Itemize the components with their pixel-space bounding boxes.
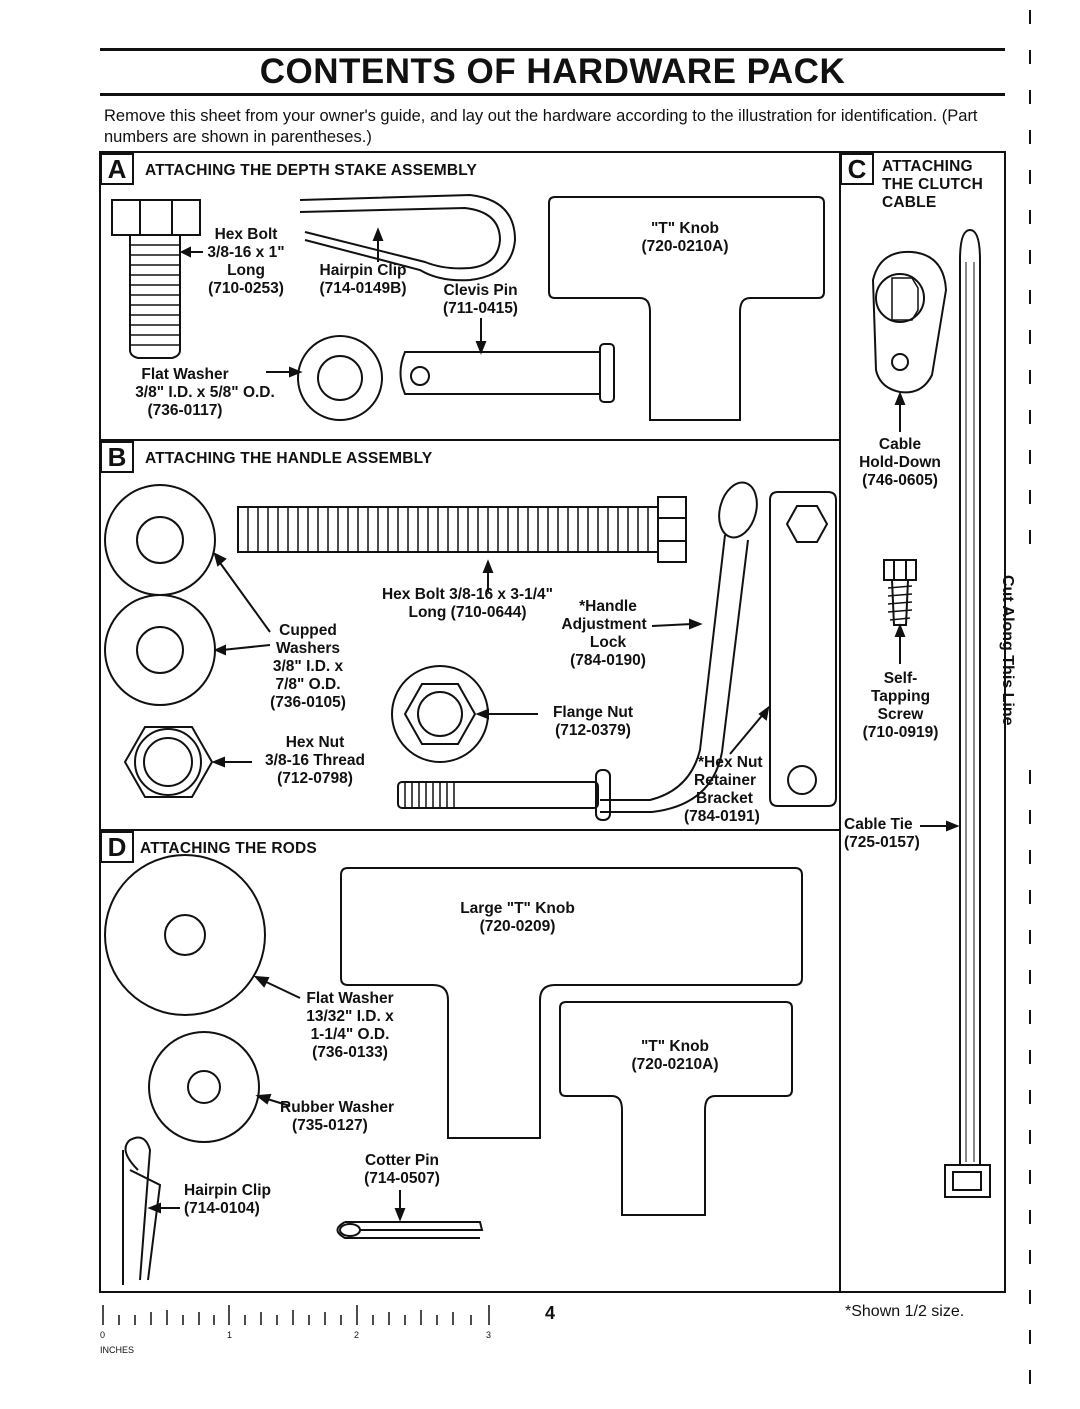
cable-tie-drawing [920, 228, 991, 1198]
retainer-bracket-drawing [729, 491, 837, 807]
hairpin-clip-d-drawing [122, 1136, 180, 1285]
cable-holddown-drawing [871, 250, 948, 432]
page-title: CONTENTS OF HARDWARE PACK [259, 52, 846, 91]
rubber-washer-drawing [148, 1031, 291, 1143]
cut-mark [1029, 490, 1031, 504]
cut-mark [1029, 370, 1031, 384]
page-number: 4 [545, 1303, 556, 1323]
section-b-heading: ATTACHING THE HANDLE ASSEMBLY [145, 450, 433, 467]
hex-bolt-long-drawing [237, 496, 687, 592]
intro-text: Remove this sheet from your owner's guid… [104, 107, 978, 146]
cut-mark [1029, 1170, 1031, 1184]
cut-mark [1029, 890, 1031, 904]
hairpin-clip-d-label: Hairpin Clip (714-0104) [184, 1182, 271, 1217]
cupped-washers-label: Cupped Washers 3/8" I.D. x 7/8" O.D. (73… [270, 622, 346, 711]
cut-mark [1029, 130, 1031, 144]
flat-washer-d-drawing [104, 854, 301, 1016]
section-d-letter: D [100, 831, 134, 863]
cotter-pin-drawing [336, 1190, 484, 1239]
flange-nut-drawing [391, 665, 538, 763]
self-tapping-screw-label: Self- Tapping Screw (710-0919) [862, 670, 939, 741]
ruler-label-3: 3 [486, 1330, 492, 1340]
handle-lock-label: *Handle Adjustment Lock (784-0190) [561, 598, 647, 669]
hex-bolt-b-label: Hex Bolt 3/8-16 x 3-1/4" Long (710-0644) [381, 586, 554, 621]
hairpin-clip-a-drawing [299, 193, 517, 282]
clevis-pin-label: Clevis Pin (711-0415) [443, 282, 518, 317]
rubber-washer-label: Rubber Washer (735-0127) [280, 1099, 394, 1134]
hex-bolt-a-label: Hex Bolt 3/8-16 x 1" Long (710-0253) [207, 226, 285, 297]
cut-mark [1029, 290, 1031, 304]
hex-bolt-small-drawing [111, 199, 203, 359]
t-knob-d-drawing [559, 1001, 793, 1216]
t-knob-d-label: "T" Knob (720-0210A) [631, 1038, 719, 1073]
hex-nut-drawing [123, 726, 252, 798]
cut-mark [1029, 10, 1031, 24]
section-a-heading: ATTACHING THE DEPTH STAKE ASSEMBLY [145, 162, 478, 179]
flat-washer-a-label: Flat Washer 3/8" I.D. x 5/8" O.D. (736-0… [135, 366, 275, 419]
section-c-heading: ATTACHING THE CLUTCH CABLE [882, 158, 983, 212]
cut-mark [1029, 50, 1031, 64]
cut-mark [1029, 1370, 1031, 1384]
cut-mark [1029, 1090, 1031, 1104]
section-d-heading: ATTACHING THE RODS [140, 840, 317, 857]
inch-ruler [102, 1305, 490, 1325]
section-c-heading-line2: THE CLUTCH [882, 176, 984, 193]
hex-nut-label: Hex Nut 3/8-16 Thread (712-0798) [265, 734, 365, 787]
sheet-frame [99, 151, 1006, 1293]
cotter-pin-label: Cotter Pin (714-0507) [364, 1152, 440, 1187]
self-tapping-screw-drawing [883, 559, 917, 664]
scale-note: *Shown 1/2 size. [845, 1303, 965, 1320]
cut-mark [1029, 250, 1031, 264]
cut-mark [1029, 1010, 1031, 1024]
retainer-bracket-label: *Hex Nut Retainer Bracket (784-0191) [684, 754, 763, 825]
cut-mark [1029, 970, 1031, 984]
ruler-label-2: 2 [354, 1330, 360, 1340]
handle-lock-drawing [397, 481, 758, 821]
cut-mark [1029, 1130, 1031, 1144]
cut-mark [1029, 530, 1031, 544]
flat-washer-d-label: Flat Washer 13/32" I.D. x 1-1/4" O.D. (7… [306, 990, 394, 1061]
cut-mark [1029, 930, 1031, 944]
section-c-letter: C [840, 153, 874, 185]
large-t-knob-drawing [340, 867, 803, 1139]
cut-mark [1029, 1290, 1031, 1304]
t-knob-a-drawing [548, 196, 825, 421]
clevis-pin-drawing [399, 318, 615, 403]
cut-mark [1029, 1050, 1031, 1064]
cut-mark [1029, 850, 1031, 864]
t-knob-a-label: "T" Knob (720-0210A) [641, 220, 729, 255]
section-b-letter: B [100, 441, 134, 473]
cut-mark [1029, 410, 1031, 424]
cut-mark [1029, 90, 1031, 104]
cut-mark [1029, 330, 1031, 344]
cupped-washers-drawing [104, 484, 271, 706]
cable-holddown-label: Cable Hold-Down (746-0605) [859, 436, 941, 489]
section-c-heading-line3: CABLE [882, 194, 937, 211]
cut-mark [1029, 170, 1031, 184]
flange-nut-label: Flange Nut (712-0379) [552, 704, 634, 739]
ruler-label-0: 0 [100, 1330, 106, 1340]
ruler-unit: INCHES [100, 1345, 135, 1355]
cut-mark [1029, 1250, 1031, 1264]
cut-mark [1029, 810, 1031, 824]
hairpin-clip-a-label: Hairpin Clip (714-0149B) [319, 262, 407, 297]
ruler-label-1: 1 [227, 1330, 233, 1340]
section-c-heading-line1: ATTACHING [882, 158, 973, 175]
section-a-letter: A [100, 153, 134, 185]
cut-mark [1029, 770, 1031, 784]
cut-mark [1029, 1210, 1031, 1224]
cut-mark [1029, 1330, 1031, 1344]
flat-washer-a-drawing [266, 335, 383, 421]
cable-tie-label: Cable Tie (725-0157) [844, 816, 920, 851]
large-t-knob-label: Large "T" Knob (720-0209) [460, 900, 575, 935]
cut-mark [1029, 450, 1031, 464]
cut-mark [1029, 210, 1031, 224]
cut-along-line-label: Cut Along This Line [999, 575, 1016, 726]
